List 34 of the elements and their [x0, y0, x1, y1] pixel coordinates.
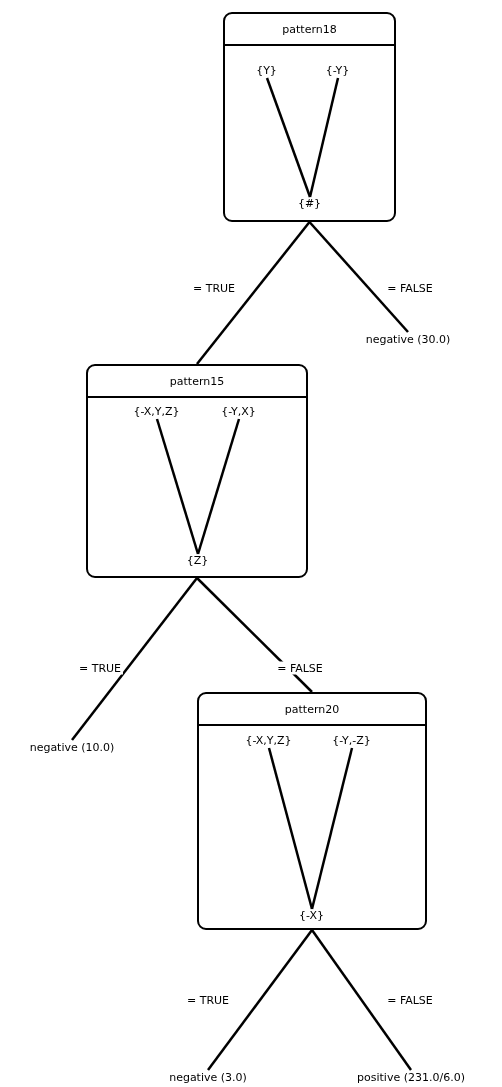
pattern-title: pattern15: [169, 374, 225, 388]
edge-label: = FALSE: [385, 993, 435, 1007]
pattern-box: [197, 692, 427, 930]
condition-label: {-X,Y,Z}: [245, 734, 292, 747]
branch-line: [207, 929, 313, 1071]
connector-line: [267, 747, 314, 910]
connector-line: [310, 747, 354, 910]
condition-label: {-Y}: [325, 64, 350, 77]
branch-line: [196, 577, 313, 693]
pattern-box: [223, 12, 396, 222]
branch-line: [196, 221, 311, 365]
connector-line: [196, 418, 241, 555]
edge-label: = FALSE: [275, 661, 325, 675]
condition-label: {-X}: [299, 909, 324, 922]
connector-line: [308, 77, 340, 198]
branch-line: [71, 577, 198, 741]
condition-label: {-X,Y,Z}: [133, 405, 180, 418]
leaf-label: negative (10.0): [29, 740, 115, 754]
condition-label: {Z}: [186, 554, 209, 567]
condition-label: {Y}: [256, 64, 277, 77]
condition-label: {-Y,X}: [221, 405, 256, 418]
pattern-box: [86, 364, 308, 578]
leaf-label: negative (3.0): [169, 1070, 247, 1084]
condition-label: {-Y,-Z}: [332, 734, 371, 747]
connector-line: [265, 77, 312, 198]
branch-line: [311, 929, 412, 1071]
condition-label: {#}: [297, 197, 322, 210]
branch-line: [308, 221, 409, 333]
pattern-title: pattern18: [282, 22, 337, 36]
connector-line: [155, 418, 200, 555]
leaf-label: positive (231.0/6.0): [357, 1070, 465, 1084]
pattern-title: pattern20: [284, 702, 340, 716]
leaf-label: negative (30.0): [365, 332, 451, 346]
edge-label: = FALSE: [385, 281, 435, 295]
